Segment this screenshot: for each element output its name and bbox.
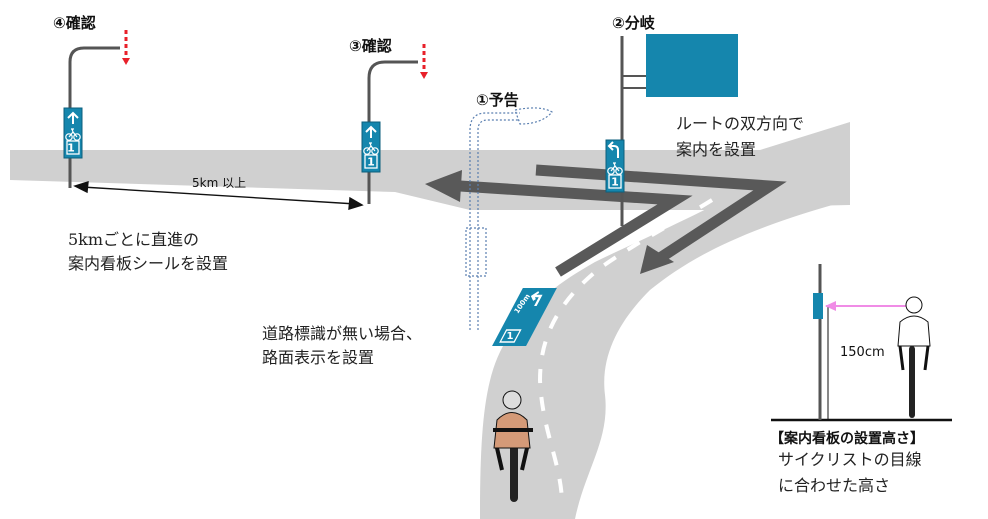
note-road-2: 路面表示を設置 [262,348,375,367]
install-height-line1: サイクリストの目線 [778,450,922,469]
center-dash [537,198,714,501]
arrow-head-down [640,245,674,274]
curving-road [480,160,850,519]
sign4-route-number: 1 [67,142,75,155]
note-straight-1: 5kmごとに直進の [68,230,200,249]
label-confirm-3: ③確認 [349,37,392,55]
road-marking-route-number: 1 [507,331,514,342]
sign2-route-number: 1 [611,176,619,189]
note-bidir-1: ルートの双方向で [676,114,805,133]
sign3-route-number: 1 [367,156,375,169]
sign-pole-3 [361,44,428,204]
label-notice-1: ①予告 [476,91,519,109]
label-distance: 5km 以上 [192,176,247,190]
guide-board [646,34,738,97]
install-height-title: 【案内看板の設置高さ】 [770,431,924,447]
install-height-line2: に合わせた高さ [778,476,891,495]
sign-pole-2 [605,34,738,226]
label-confirm-4: ④確認 [53,14,96,32]
sign-pole-4 [63,30,130,188]
height-inset [771,264,952,422]
note-straight-2: 案内看板シールを設置 [68,254,229,273]
road-marking [492,288,557,346]
note-road-1: 道路標識が無い場合、 [262,324,423,343]
note-bidir-2: 案内を設置 [676,140,757,159]
label-height-150cm: 150cm [840,345,885,360]
label-branch-2: ②分岐 [612,14,655,32]
cyclist-road [493,390,533,502]
ghost-pole-1 [465,107,553,330]
arrow-head-left [425,170,462,202]
distance-arrow [73,181,364,210]
